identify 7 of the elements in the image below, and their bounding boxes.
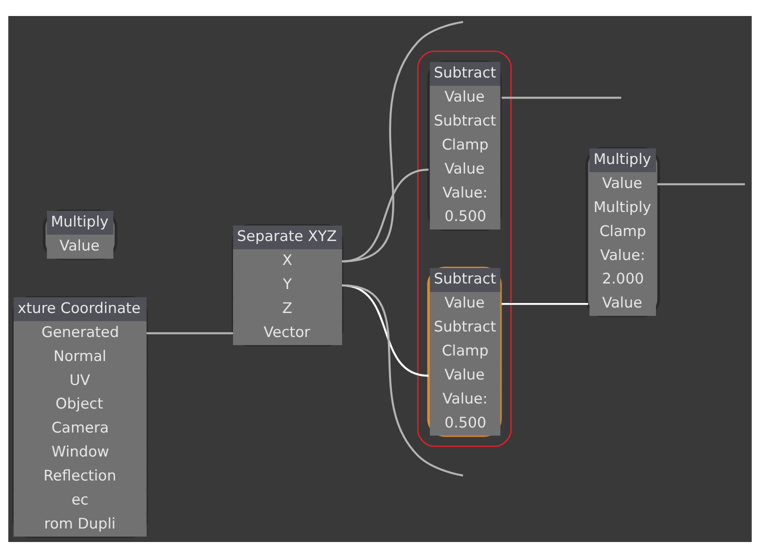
connector — [342, 284, 464, 476]
connector — [502, 302, 588, 304]
connector — [657, 182, 745, 185]
cluster — [417, 50, 512, 446]
connector — [146, 332, 234, 334]
connector — [502, 96, 622, 98]
connector — [342, 20, 464, 262]
